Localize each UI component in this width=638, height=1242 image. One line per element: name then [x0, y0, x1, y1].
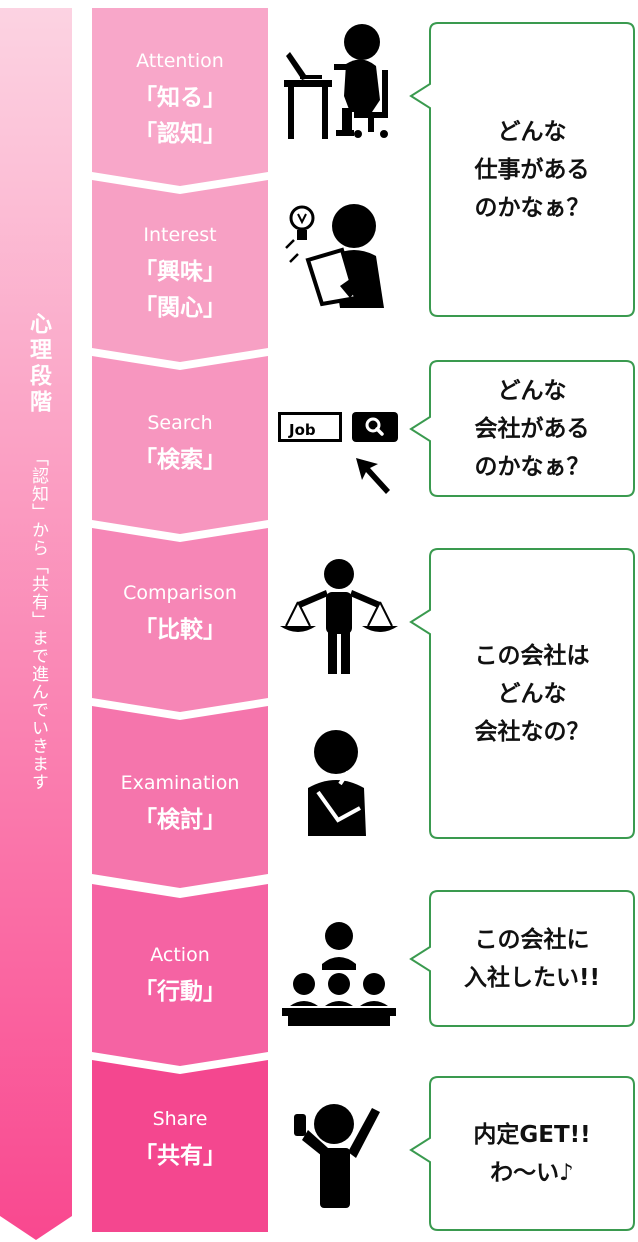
stage-japanese-name: 「興味」 「関心」: [134, 259, 226, 321]
speech-bubble-text: この会社は どんな 会社なの？: [474, 643, 590, 745]
speech-bubble-text: どんな 会社がある のかなぁ？: [474, 378, 590, 480]
speech-bubble-text: 内定GET!! わ〜い♪: [473, 1122, 591, 1186]
search-button: [352, 412, 398, 442]
stage-japanese-name: 「検討」: [134, 807, 226, 833]
reading-person-icon: [285, 204, 384, 308]
speech-bubble: この会社に 入社したい!!: [409, 890, 636, 1028]
stage-japanese-name: 「検索」: [134, 447, 226, 473]
interview-icon: [282, 922, 396, 1026]
thinking-person-icon: [308, 730, 366, 836]
stage-examination: Examination 「検討」: [92, 706, 268, 888]
stage-chevron-shape: [92, 356, 268, 534]
speech-bubble: どんな 会社がある のかなぁ？: [409, 360, 636, 498]
stage-action: Action 「行動」: [92, 884, 268, 1066]
speech-bubble-outline: [409, 22, 635, 317]
stage-english-name: Attention: [136, 50, 224, 72]
stage-japanese-name: 「共有」: [134, 1143, 226, 1169]
stage-chevron-shape: [92, 528, 268, 712]
left-arrow-label: 心理段階 「認知」から「共有」まで進んでいきます: [18, 312, 54, 791]
stage-english-name: Interest: [143, 224, 217, 246]
stage-label: Action 「行動」: [92, 944, 268, 1010]
speech-bubble: 内定GET!! わ〜い♪: [409, 1076, 636, 1232]
stage-english-name: Action: [150, 944, 210, 966]
stage-comparison: Comparison 「比較」: [92, 528, 268, 712]
search-bar-illustration: Job: [278, 412, 402, 498]
stage-japanese-name: 「行動」: [134, 979, 226, 1005]
stage-interest: Interest 「興味」 「関心」: [92, 180, 268, 362]
stage-english-name: Comparison: [123, 582, 237, 604]
speech-bubble-text: どんな 仕事がある のかなぁ？: [474, 119, 590, 221]
psychology-stage-title: 心理段階: [26, 312, 51, 416]
psychology-stage-subtitle: 「認知」から「共有」まで進んでいきます: [28, 449, 48, 791]
speech-bubble: どんな 仕事がある のかなぁ？: [409, 22, 636, 318]
stage-chevron-shape: [92, 180, 268, 362]
stage-share: Share 「共有」: [92, 1060, 268, 1232]
magnifier-icon: [365, 417, 384, 436]
stage-chevron-shape: [92, 706, 268, 888]
stage-label: Interest 「興味」 「関心」: [92, 224, 268, 326]
stage-japanese-name: 「知る」 「認知」: [134, 85, 226, 147]
cursor-arrow-icon: [356, 458, 390, 494]
stage-attention: Attention 「知る」 「認知」: [92, 8, 268, 186]
stage-chevron-shape: [92, 884, 268, 1066]
stage-label: Examination 「検討」: [92, 772, 268, 838]
stage-label: Share 「共有」: [92, 1108, 268, 1174]
search-box-text: Job: [289, 421, 316, 439]
left-stage-arrow: [0, 8, 72, 1240]
stage-english-name: Examination: [120, 772, 240, 794]
desk-worker-icon: [284, 24, 388, 139]
search-box: Job: [278, 412, 342, 442]
stage-japanese-name: 「比較」: [134, 617, 226, 643]
speech-bubble: この会社は どんな 会社なの？: [409, 548, 636, 840]
speech-bubble-outline: [409, 890, 635, 1027]
stage-label: Search 「検索」: [92, 412, 268, 478]
speech-bubble-outline: [409, 1076, 635, 1231]
stage-english-name: Share: [152, 1108, 208, 1130]
stage-english-name: Search: [147, 412, 213, 434]
stage-column: Attention 「知る」 「認知」 Interest 「興味」 「関心」 Searc…: [92, 0, 268, 1242]
stage-label: Comparison 「比較」: [92, 582, 268, 648]
speech-bubble-text: この会社に 入社したい!!: [464, 927, 600, 991]
cheering-person-icon: [294, 1104, 380, 1208]
speech-bubble-outline: [409, 360, 635, 497]
balance-scale-person-icon: [280, 559, 398, 674]
stage-chevron-shape: [92, 8, 268, 186]
stage-label: Attention 「知る」 「認知」: [92, 50, 268, 152]
stage-chevron-shape: [92, 1060, 268, 1232]
speech-bubble-outline: [409, 548, 635, 839]
stage-search: Search 「検索」: [92, 356, 268, 534]
